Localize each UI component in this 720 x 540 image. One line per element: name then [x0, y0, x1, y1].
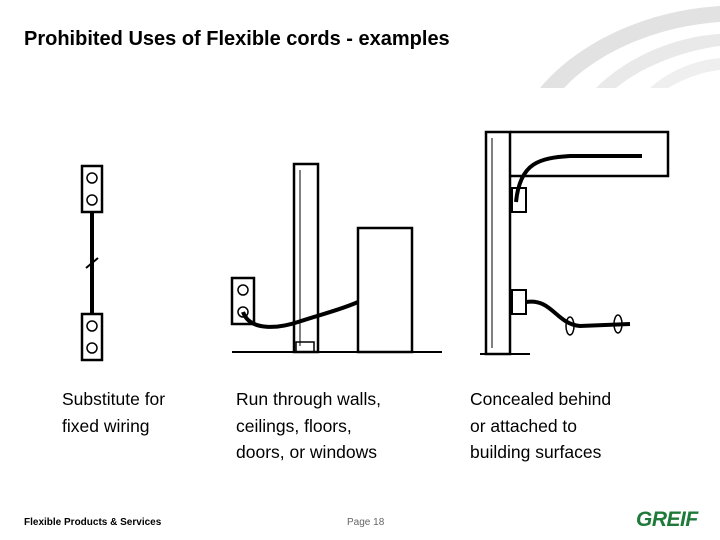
swoosh-decoration-icon: [540, 6, 720, 88]
footer-department: Flexible Products & Services: [24, 517, 162, 528]
caption-concealed-attached: Concealed behind or attached to building…: [470, 386, 690, 466]
caption-line: building surfaces: [470, 442, 602, 462]
caption-substitute-wiring: Substitute for fixed wiring: [62, 386, 222, 439]
figure-concealed-attached: [480, 130, 670, 356]
caption-line: fixed wiring: [62, 415, 150, 436]
figure-substitute-wiring: [80, 164, 104, 362]
figure-through-wall: [230, 162, 442, 354]
caption-line: or attached to: [470, 415, 578, 436]
page-number: Page 18: [347, 517, 385, 528]
caption-line: doors, or windows: [236, 442, 378, 462]
slide-title: Prohibited Uses of Flexible cords - exam…: [24, 28, 450, 50]
caption-through-wall: Run through walls, ceilings, floors, doo…: [236, 386, 446, 466]
greif-logo: GREIF: [636, 508, 698, 531]
caption-line: ceilings, floors,: [236, 415, 352, 436]
caption-line: Concealed behind: [470, 389, 612, 409]
caption-line: Run through walls,: [236, 389, 381, 409]
caption-line: Substitute for: [62, 389, 166, 409]
